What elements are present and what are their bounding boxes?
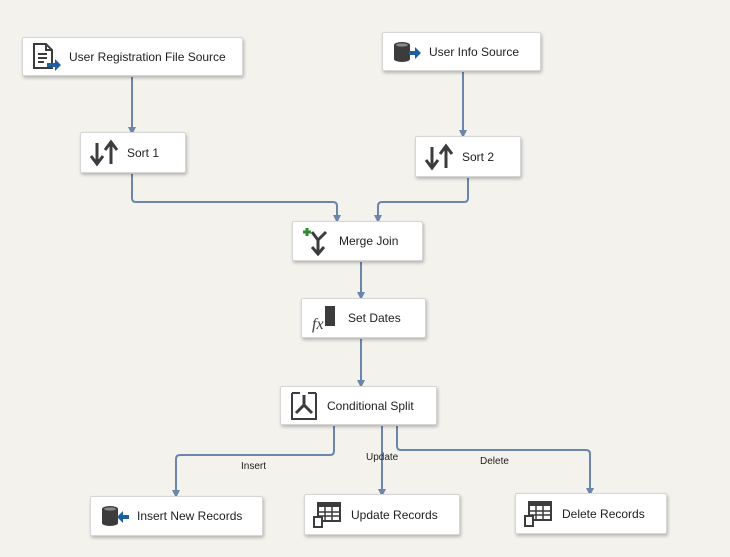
edge-label-insert: Insert (241, 461, 267, 472)
node-label: User Registration File Source (69, 49, 226, 64)
node-label: Insert New Records (137, 509, 243, 523)
connector-split-to-insert (172, 426, 335, 498)
node-conditional-split[interactable]: Conditional Split (280, 386, 437, 425)
node-set-dates[interactable]: fx Set Dates (301, 298, 426, 338)
node-merge-join[interactable]: Merge Join (292, 221, 423, 261)
connector-sort1-to-merge-join (131, 174, 341, 223)
node-insert-new-records[interactable]: Insert New Records (90, 496, 263, 536)
node-user-registration-file-source[interactable]: User Registration File Source (22, 37, 243, 76)
connector-split-to-delete (396, 426, 594, 496)
flat-file-source-icon (29, 42, 63, 72)
ole-db-source-icon (389, 37, 423, 67)
node-sort2[interactable]: Sort 2 (415, 136, 521, 177)
merge-join-icon (299, 226, 333, 256)
node-label: Sort 2 (462, 149, 495, 164)
node-sort1[interactable]: Sort 1 (80, 132, 186, 173)
node-label: Merge Join (339, 234, 399, 248)
svg-text:fx: fx (312, 316, 324, 333)
node-delete-records[interactable]: Delete Records (515, 493, 667, 534)
node-label: Set Dates (348, 311, 401, 325)
node-label: Update Records (351, 507, 438, 522)
edge-label-update: Update (366, 452, 399, 463)
node-label: User Info Source (429, 44, 520, 59)
conditional-split-icon (287, 391, 321, 421)
ole-db-destination-icon (97, 501, 131, 531)
node-label: Delete Records (562, 506, 645, 521)
connector-sort2-to-merge-join (374, 178, 469, 223)
node-label: Conditional Split (327, 398, 414, 413)
ole-db-command-icon (311, 500, 345, 530)
node-user-info-source[interactable]: User Info Source (382, 32, 541, 71)
node-label: Sort 1 (127, 145, 160, 160)
ole-db-command-icon (522, 499, 556, 529)
edge-label-delete: Delete (480, 456, 509, 467)
sort-icon (422, 142, 456, 172)
node-update-records[interactable]: Update Records (304, 494, 460, 535)
sort-icon (87, 138, 121, 168)
derived-column-icon: fx (308, 303, 342, 333)
